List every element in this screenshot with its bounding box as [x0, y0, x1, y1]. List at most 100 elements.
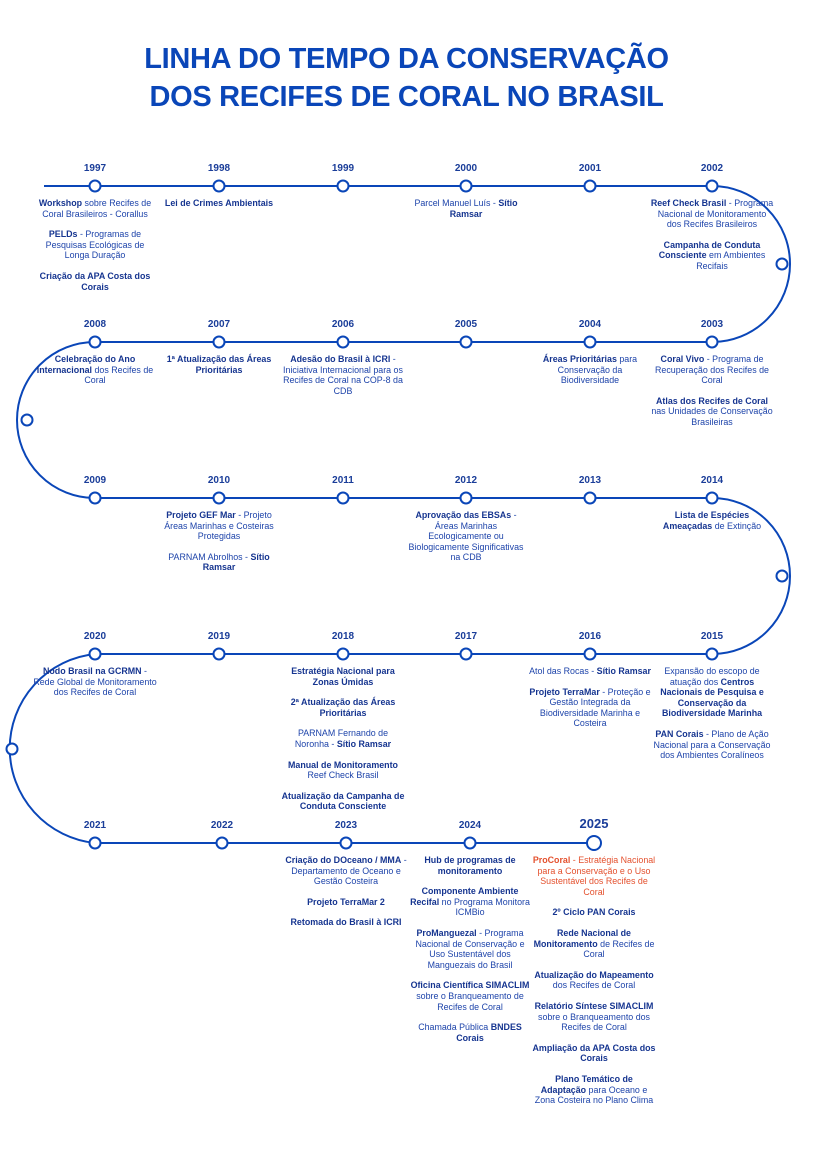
year-label: 2014	[700, 475, 724, 486]
event-text: de Extinção	[712, 520, 762, 531]
event-item: Manual de Monitoramento Reef Check Brasi…	[281, 760, 405, 781]
year-label: 2004	[578, 319, 602, 330]
event-text: de Recifes de Coral	[583, 938, 655, 960]
event-highlight: Componente Ambiente Recifal	[410, 886, 519, 907]
event-highlight: Criação da APA Costa dos Corais	[39, 270, 151, 292]
event-text: - Iniciativa Internacional para os Recif…	[283, 354, 403, 396]
year-label: 2003	[700, 319, 724, 330]
event-item: Nodo Brasil na GCRMN - Rede Global de Mo…	[33, 666, 157, 698]
title-line-2: DOS RECIFES DE CORAL NO BRASIL	[149, 81, 664, 113]
event-highlight: Workshop	[38, 198, 83, 208]
event-highlight: Lista de Espécies Ameaçadas	[662, 510, 750, 531]
year-events: Workshop sobre Recifes de Coral Brasilei…	[33, 198, 157, 302]
year-label: 2000	[454, 163, 478, 174]
year-label: 1999	[331, 163, 355, 174]
year-node	[336, 335, 350, 349]
event-item: Chamada Pública BNDES Corais	[408, 1022, 532, 1043]
event-item: Projeto TerraMar 2	[284, 897, 408, 908]
event-text: para Conservação da Biodiversidade	[557, 354, 638, 386]
event-highlight: Atualização da Campanha de Conduta Consc…	[281, 790, 405, 812]
event-highlight: Oficina Científica SIMACLIM	[410, 980, 530, 991]
event-highlight: Hub de programas de monitoramento	[424, 855, 516, 876]
event-item: Campanha de Conduta Consciente em Ambien…	[650, 240, 774, 272]
year-node	[88, 836, 102, 850]
event-highlight: Lei de Crimes Ambientais	[164, 198, 274, 208]
event-item: ProCoral - Estratégia Nacional para a Co…	[532, 855, 656, 897]
event-highlight: Projeto GEF Mar	[166, 510, 236, 520]
event-text: - Programas de Pesquisas Ecológicas de L…	[45, 229, 145, 261]
event-text: PARNAM Abrolhos -	[168, 551, 251, 562]
year-events: Aprovação das EBSAs - Áreas Marinhas Eco…	[404, 510, 528, 573]
year-events: Lista de Espécies Ameaçadas de Extinção	[650, 510, 774, 541]
year-label: 2024	[458, 820, 482, 831]
year-events: Coral Vivo - Programa de Recuperação dos…	[650, 354, 774, 438]
curve-marker	[20, 413, 34, 427]
event-item: Estratégia Nacional para Zonas Úmidas	[281, 666, 405, 687]
year-label: 2021	[83, 820, 107, 831]
event-highlight: Sítio Ramsar	[202, 551, 270, 573]
event-highlight: Sítio Ramsar	[449, 198, 518, 219]
event-item: Lista de Espécies Ameaçadas de Extinção	[650, 510, 774, 531]
event-text: em Ambientes Recifais	[696, 250, 766, 271]
event-text: Parcel Manuel Luís -	[414, 198, 499, 208]
year-label: 2018	[331, 631, 355, 642]
event-item: Relatório Síntese SIMACLIM sobre o Branq…	[532, 1001, 656, 1033]
event-highlight: Áreas Prioritárias	[542, 354, 617, 364]
event-text: - Programa Nacional de Monitoramento dos…	[657, 198, 774, 230]
year-label: 2016	[578, 631, 602, 642]
year-node	[212, 491, 226, 505]
event-item: Celebração do Ano Internacional dos Reci…	[33, 354, 157, 386]
year-node	[583, 179, 597, 193]
event-item: PARNAM Fernando de Noronha - Sítio Ramsa…	[281, 728, 405, 749]
year-node	[705, 491, 719, 505]
event-highlight: Celebração do Ano Internacional	[36, 354, 136, 375]
event-item: Projeto GEF Mar - Projeto Áreas Marinhas…	[157, 510, 281, 542]
year-node	[459, 647, 473, 661]
curve-marker	[5, 742, 19, 756]
event-item: 2º Ciclo PAN Corais	[532, 907, 656, 918]
curve-marker	[775, 257, 789, 271]
event-text: - Projeto Áreas Marinhas e Costeiras Pro…	[164, 510, 274, 542]
event-item: 2ª Atualização das Áreas Prioritárias	[281, 697, 405, 718]
event-highlight: Atlas dos Recifes de Coral	[656, 395, 768, 406]
year-events: Estratégia Nacional para Zonas Úmidas 2ª …	[281, 666, 405, 822]
year-label: 1998	[207, 163, 231, 174]
event-highlight: Adesão do Brasil à ICRI	[290, 354, 391, 364]
event-highlight: Relatório Síntese SIMACLIM	[534, 1000, 654, 1011]
event-text: - Departamento de Oceano e Gestão Costei…	[291, 855, 407, 887]
year-label: 2020	[83, 631, 107, 642]
event-text: no Programa Monitora ICMBio	[439, 896, 530, 918]
year-node	[212, 647, 226, 661]
year-label: 2001	[578, 163, 602, 174]
event-highlight: Coral Vivo	[660, 354, 705, 364]
event-item: Plano Temático de Adaptação para Oceano …	[532, 1074, 656, 1106]
year-label: 2011	[332, 475, 354, 486]
event-item: PAN Corais - Plano de Ação Nacional para…	[650, 729, 774, 761]
event-item: 1ª Atualização das Áreas Prioritárias	[157, 354, 281, 375]
year-node	[459, 491, 473, 505]
event-item: Expansão do escopo de atuação dos Centro…	[650, 666, 774, 719]
event-text: - Proteção e Gestão Integrada da Biodive…	[539, 686, 651, 729]
year-node	[88, 491, 102, 505]
event-text: Expansão do escopo de atuação dos	[664, 666, 760, 687]
year-node	[463, 836, 477, 850]
event-item: Atol das Rocas - Sítio Ramsar	[528, 666, 652, 677]
year-events: Parcel Manuel Luís - Sítio Ramsar	[404, 198, 528, 229]
event-item: Hub de programas de monitoramento	[408, 855, 532, 876]
year-events: Nodo Brasil na GCRMN - Rede Global de Mo…	[33, 666, 157, 708]
year-label: 2012	[454, 475, 478, 486]
event-highlight: Plano Temático de Adaptação	[540, 1073, 633, 1095]
year-node	[88, 335, 102, 349]
event-highlight: Sítio Ramsar	[336, 738, 392, 749]
year-node	[212, 335, 226, 349]
year-node	[705, 647, 719, 661]
year-label: 2002	[700, 163, 724, 174]
year-label: 2007	[207, 319, 231, 330]
year-node	[212, 179, 226, 193]
year-events: Criação do DOceano / MMA - Departamento …	[284, 855, 408, 938]
event-text: sobre o Branqueamento dos Recifes de Cor…	[538, 1011, 650, 1033]
year-events: Celebração do Ano Internacional dos Reci…	[33, 354, 157, 396]
event-item: Parcel Manuel Luís - Sítio Ramsar	[404, 198, 528, 219]
event-text: para Oceano e Zona Costeira no Plano Cli…	[534, 1084, 654, 1106]
